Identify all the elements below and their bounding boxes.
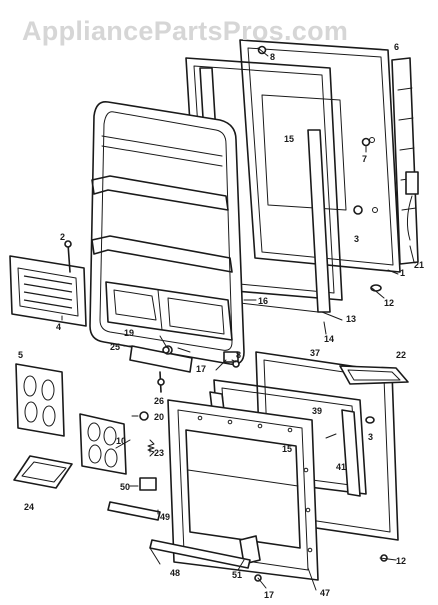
spring xyxy=(147,439,155,457)
callout-19: 19 xyxy=(124,328,134,338)
callout-3: 3 xyxy=(354,234,359,244)
callout-15: 15 xyxy=(284,134,294,144)
callout-49: 49 xyxy=(160,512,170,522)
egg-tray xyxy=(15,363,65,437)
callout-48: 48 xyxy=(170,568,180,578)
callout-14: 14 xyxy=(324,334,334,344)
callout-20: 20 xyxy=(154,412,164,422)
callout-15b: 15 xyxy=(282,444,292,454)
callout-4: 4 xyxy=(56,322,61,332)
callout-6: 6 xyxy=(394,42,399,52)
lower-door-liner xyxy=(167,399,319,581)
callout-3b: 3 xyxy=(368,432,373,442)
short-rail xyxy=(107,501,161,521)
egg-tray-lower xyxy=(79,413,127,475)
callout-24: 24 xyxy=(24,502,34,512)
callout-51: 51 xyxy=(232,570,242,580)
callout-8b: 8 xyxy=(236,350,241,360)
callout-8: 8 xyxy=(270,52,275,62)
callout-50: 50 xyxy=(120,482,130,492)
callout-12b: 12 xyxy=(396,556,406,566)
callout-2: 2 xyxy=(60,232,65,242)
callout-13: 13 xyxy=(346,314,356,324)
callout-21: 21 xyxy=(414,260,424,270)
upper-door-liner xyxy=(89,100,245,366)
callout-26: 26 xyxy=(154,396,164,406)
hinge-bracket xyxy=(391,57,419,265)
callout-25: 25 xyxy=(110,342,120,352)
callout-12: 12 xyxy=(384,298,394,308)
callout-17b: 17 xyxy=(264,590,274,600)
hinge-screw xyxy=(157,371,165,393)
door-bar xyxy=(239,535,261,565)
plug xyxy=(139,411,149,421)
cam xyxy=(139,477,157,491)
callout-1: 1 xyxy=(400,268,405,278)
callout-5: 5 xyxy=(18,350,23,360)
callout-39: 39 xyxy=(312,406,322,416)
callout-16: 16 xyxy=(258,296,268,306)
callout-47: 47 xyxy=(320,588,330,598)
lower-door-handle xyxy=(339,365,409,385)
callout-37: 37 xyxy=(310,348,320,358)
callout-41: 41 xyxy=(336,462,346,472)
callout-17: 17 xyxy=(196,364,206,374)
callout-23: 23 xyxy=(154,448,164,458)
upper-hardware xyxy=(232,45,388,582)
dairy-door xyxy=(9,255,87,327)
callout-22: 22 xyxy=(396,350,406,360)
door-rail xyxy=(149,539,251,569)
leader-lines xyxy=(61,47,415,591)
screw xyxy=(64,240,72,273)
door-stop xyxy=(223,351,239,363)
bushing xyxy=(162,346,170,354)
callout-7: 7 xyxy=(362,154,367,164)
ice-tray xyxy=(13,455,73,489)
callout-10: 10 xyxy=(116,436,126,446)
